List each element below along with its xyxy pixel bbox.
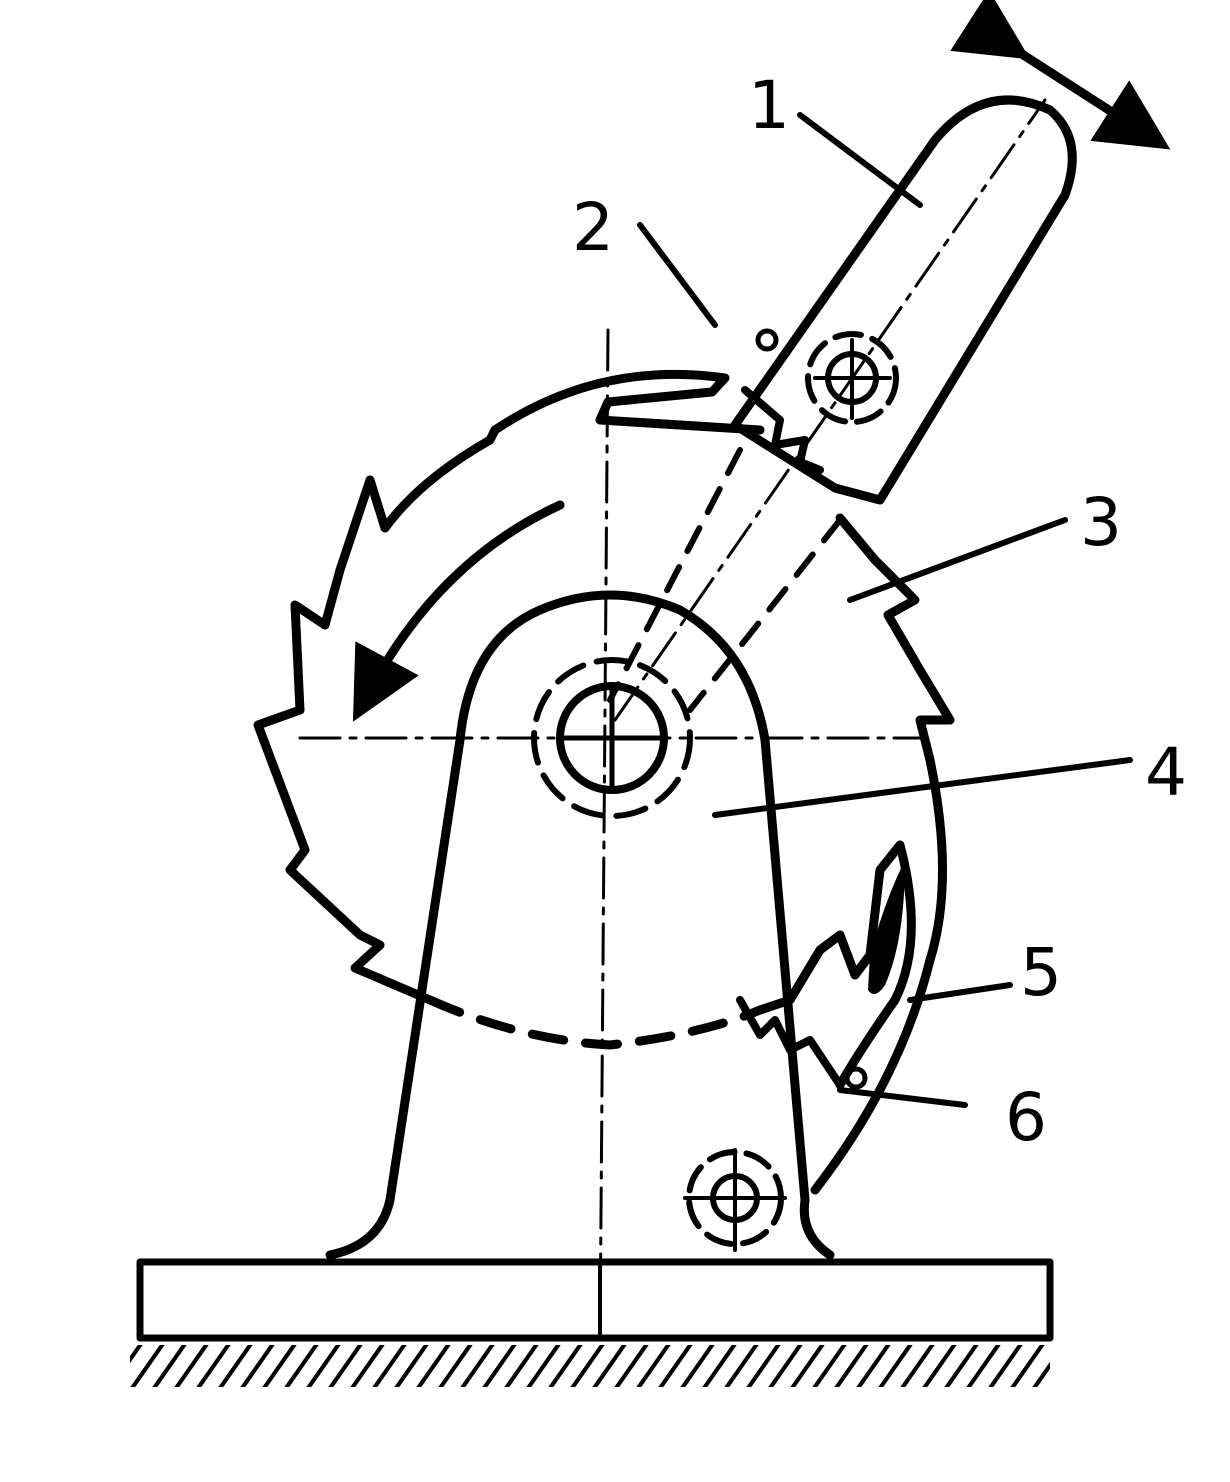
label-6: 6 xyxy=(1005,1079,1047,1156)
leader-4 xyxy=(712,757,1133,818)
spring-pin-bottom xyxy=(844,1066,868,1090)
lever-pin-outer xyxy=(805,331,899,425)
base-plate xyxy=(136,1258,1054,1342)
ground-hatching xyxy=(130,1345,1050,1387)
leader-2 xyxy=(637,222,718,328)
label-1: 1 xyxy=(748,67,790,144)
pawl-zigzag xyxy=(736,996,844,1089)
pawl xyxy=(755,840,916,1090)
leader-6 xyxy=(837,1087,968,1108)
spring-pin-top xyxy=(755,328,779,352)
label-5: 5 xyxy=(1020,934,1062,1011)
pawl-tip xyxy=(868,860,905,994)
spring xyxy=(741,386,824,474)
leader-5 xyxy=(907,982,1013,1003)
label-3: 3 xyxy=(1080,484,1122,561)
ratchet-wheel xyxy=(253,369,955,1195)
label-2: 2 xyxy=(572,189,614,266)
motion-arrow xyxy=(950,0,1171,150)
ratchet-wheel-hidden-edge xyxy=(425,995,765,1050)
leader-3 xyxy=(847,517,1068,603)
rotation-arrow xyxy=(352,500,565,722)
hidden-line-right xyxy=(687,517,843,713)
label-4: 4 xyxy=(1145,734,1187,811)
vertical-centerline xyxy=(598,328,610,1342)
leader-1 xyxy=(797,112,923,208)
lever-centerline xyxy=(613,98,1047,722)
hidden-line-left xyxy=(607,447,743,703)
